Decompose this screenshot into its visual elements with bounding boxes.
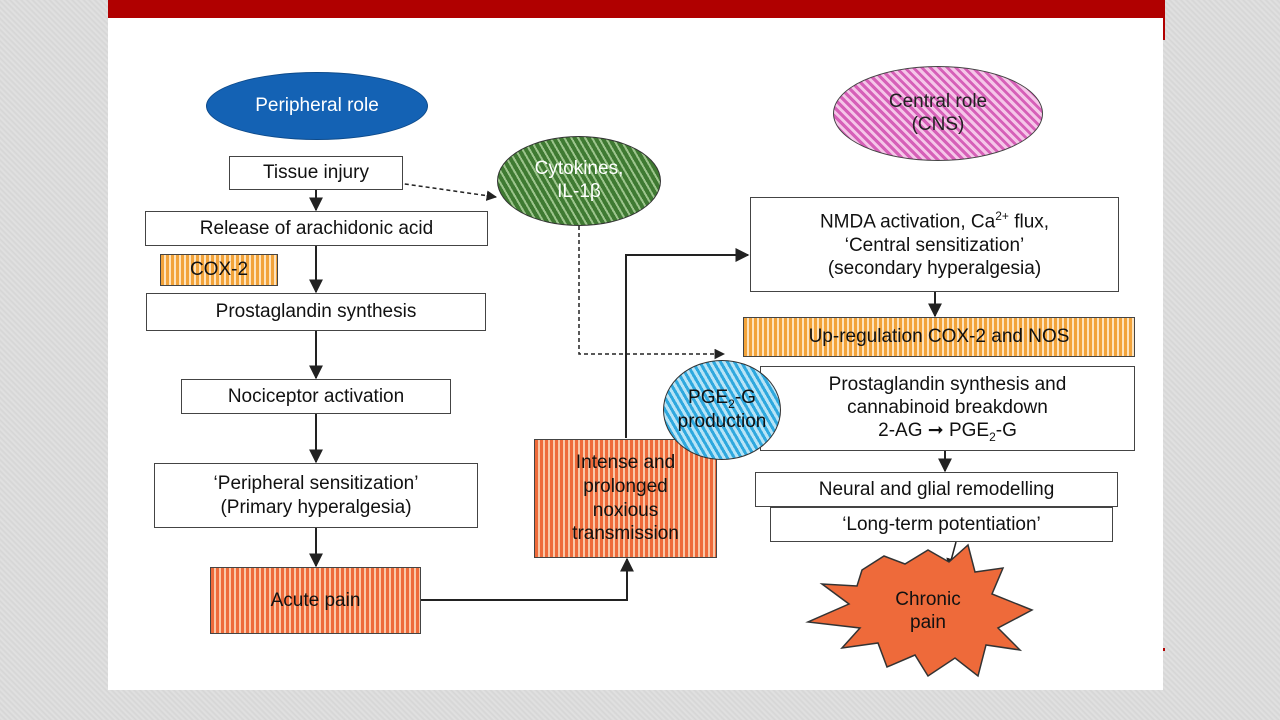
- cytokines-oval: Cytokines, IL-1β: [497, 136, 661, 226]
- primary-hyperalgesia-label: (Primary hyperalgesia): [220, 496, 412, 518]
- title-bar-tick: [1163, 0, 1165, 40]
- central-role-sublabel: (CNS): [911, 113, 965, 135]
- upregulation-label: Up-regulation COX-2 and NOS: [808, 326, 1070, 348]
- prostaglandin-cannabinoid-box: Prostaglandin synthesis and cannabinoid …: [760, 366, 1135, 451]
- ps-g-text: -G: [995, 419, 1017, 441]
- dashed-arrow-cytokines-to-pge: [578, 226, 726, 360]
- cox2-box: COX-2: [160, 254, 278, 286]
- long-term-potentiation-box: ‘Long-term potentiation’: [770, 507, 1113, 542]
- cytokines-sublabel: IL-1β: [557, 181, 601, 202]
- tissue-injury-box: Tissue injury: [229, 156, 403, 190]
- chronic-line-1: Chronic: [895, 589, 961, 610]
- cytokines-label: Cytokines,: [534, 158, 624, 180]
- slide-edge-tick: [1163, 648, 1165, 651]
- arrow-intense-to-nmda: [625, 248, 750, 438]
- dashed-arrow-tissue-to-cytokines: [383, 180, 498, 201]
- prostaglandin-synthesis-label: Prostaglandin synthesis: [215, 301, 417, 323]
- ps-line-1: Prostaglandin synthesis and: [828, 373, 1067, 395]
- nociceptor-activation-label: Nociceptor activation: [227, 385, 405, 407]
- pge-subscript: 2: [728, 396, 735, 411]
- ps-2ag-text: 2-AG: [878, 419, 928, 441]
- pge-text: PGE: [688, 386, 729, 408]
- intense-line-4: transmission: [572, 523, 679, 545]
- intense-line-1: Intense and: [575, 452, 676, 473]
- cox2-label: COX-2: [189, 259, 249, 281]
- intense-line-3: noxious: [592, 499, 659, 521]
- long-term-potentiation-label: ‘Long-term potentiation’: [842, 513, 1041, 535]
- tissue-injury-label: Tissue injury: [263, 162, 369, 184]
- peripheral-sensitization-label: ‘Peripheral sensitization’: [213, 473, 419, 495]
- peripheral-sensitization-box: ‘Peripheral sensitization’ (Primary hype…: [154, 463, 478, 528]
- upregulation-box: Up-regulation COX-2 and NOS: [743, 317, 1135, 357]
- nociceptor-activation-box: Nociceptor activation: [181, 379, 451, 414]
- chronic-line-2: pain: [910, 611, 946, 633]
- pge-g-text: -G: [734, 386, 756, 408]
- central-role-label: Central role: [888, 90, 988, 112]
- ps-line-2: cannabinoid breakdown: [847, 396, 1048, 418]
- intense-line-2: prolonged: [583, 475, 668, 497]
- ps-pge-text: PGE: [943, 419, 990, 441]
- intense-transmission-box: Intense and prolonged noxious transmissi…: [534, 439, 717, 558]
- prostaglandin-synthesis-box: Prostaglandin synthesis: [146, 293, 486, 331]
- acute-pain-label: Acute pain: [270, 589, 361, 611]
- peripheral-role-oval: Peripheral role: [206, 72, 428, 140]
- nmda-superscript: 2+: [995, 209, 1009, 224]
- nmda-line-1: NMDA activation, Ca2+ flux,: [820, 209, 1049, 234]
- neural-glial-label: Neural and glial remodelling: [818, 478, 1055, 500]
- chronic-pain-burst: [805, 543, 1034, 678]
- ps-line-3: 2-AG ➞ PGE2-G: [878, 419, 1017, 444]
- release-arachidonic-box: Release of arachidonic acid: [145, 211, 488, 246]
- secondary-hyperalgesia-label: (secondary hyperalgesia): [827, 257, 1042, 279]
- central-role-oval: Central role (CNS): [833, 66, 1043, 161]
- nmda-flux-text: flux,: [1008, 211, 1050, 233]
- pge2g-label: PGE2-G: [688, 387, 756, 411]
- right-arrow-icon: ➞: [927, 419, 944, 441]
- pge2g-production-oval: PGE2-G production: [663, 360, 781, 460]
- release-arachidonic-label: Release of arachidonic acid: [199, 217, 434, 239]
- arrow-acute-to-intense: [421, 557, 634, 601]
- chronic-pain-label: Chronic pain: [858, 589, 998, 635]
- peripheral-role-label: Peripheral role: [255, 94, 379, 116]
- nmda-activation-box: NMDA activation, Ca2+ flux, ‘Central sen…: [750, 197, 1119, 292]
- production-label: production: [677, 410, 767, 432]
- nmda-text: NMDA activation, Ca: [819, 211, 996, 233]
- ps-subscript: 2: [989, 429, 996, 444]
- central-sensitization-label: ‘Central sensitization’: [844, 234, 1025, 256]
- neural-glial-box: Neural and glial remodelling: [755, 472, 1118, 507]
- title-bar: [108, 0, 1165, 18]
- acute-pain-box: Acute pain: [210, 567, 421, 634]
